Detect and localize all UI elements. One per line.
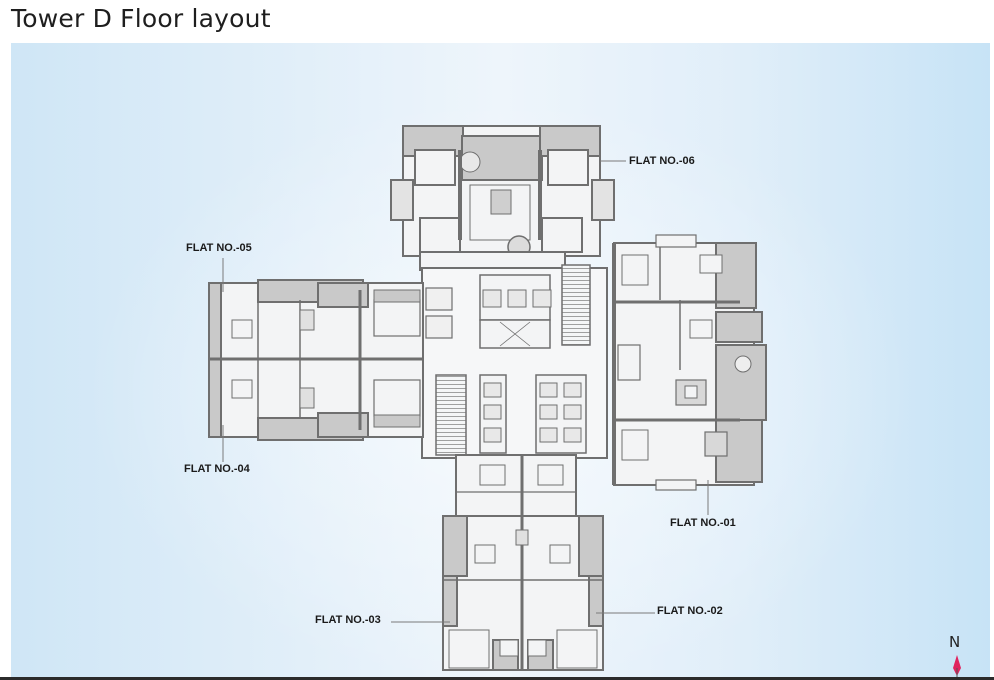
flat-06-plan bbox=[390, 125, 615, 271]
label-leader-lines bbox=[222, 160, 709, 623]
page-title: Tower D Floor layout bbox=[11, 4, 271, 33]
compass-north-label: N bbox=[949, 633, 961, 651]
flat-05-04-plan bbox=[208, 279, 424, 441]
flat-label-05: FLAT NO.-05 bbox=[186, 242, 252, 254]
flat-label-04: FLAT NO.-04 bbox=[184, 463, 250, 475]
flat-label-01: FLAT NO.-01 bbox=[670, 517, 736, 529]
bottom-divider bbox=[0, 677, 994, 680]
flat-label-06: FLAT NO.-06 bbox=[629, 155, 695, 167]
flat-03-02-plan bbox=[442, 454, 604, 671]
flat-label-02: FLAT NO.-02 bbox=[657, 605, 723, 617]
flat-label-03: FLAT NO.-03 bbox=[315, 614, 381, 626]
central-core bbox=[421, 264, 608, 459]
flat-01-plan bbox=[612, 234, 767, 491]
